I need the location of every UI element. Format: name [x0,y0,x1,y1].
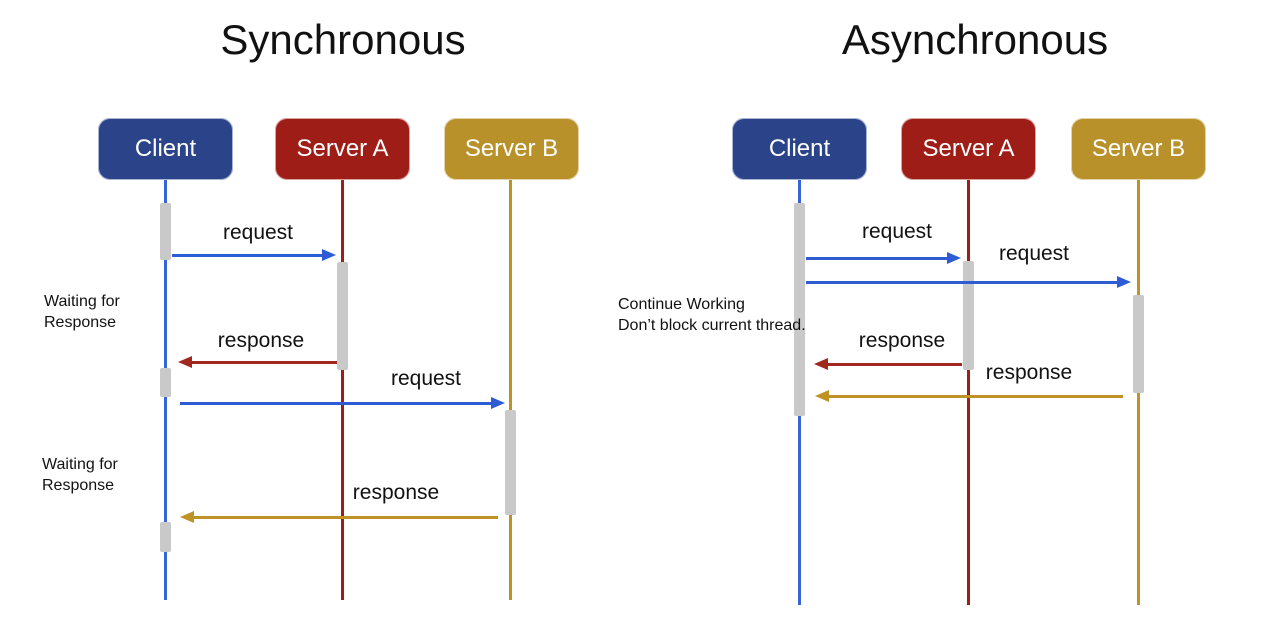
async-title: Asynchronous [841,16,1109,63]
sync-actor-server-a: Server A [275,118,410,180]
async-request-b-label: request [998,242,1070,265]
note-line: Waiting for [44,293,120,310]
sync-request-b-label: request [390,367,462,390]
arrow-shaft [825,363,962,366]
sync-title: Synchronous [220,16,466,63]
note-line: Response [42,477,115,494]
arrow-head-left-icon [178,356,192,368]
sync-activation-client-2 [160,368,171,397]
note-line: Response [44,314,117,331]
arrow-head-right-icon [322,249,336,261]
arrow-shaft [191,516,498,519]
async-continue-note: Continue Working Don’t block current thr… [618,294,806,336]
sync-activation-client-1 [160,203,171,260]
sync-actor-client: Client [98,118,233,180]
async-actor-client: Client [732,118,867,180]
async-request-b-arrow [806,276,1131,288]
async-response-a-label: response [858,329,946,352]
sync-waiting-note-2: Waiting for Response [42,454,118,496]
async-activation-server-b [1133,295,1144,393]
note-line: Continue Working [618,296,745,313]
sync-waiting-note-1: Waiting for Response [44,291,120,333]
sync-actor-client-label: Client [134,135,197,162]
async-actor-server-a-label: Server A [922,135,1015,162]
async-response-b-label: response [985,361,1073,384]
arrow-shaft [806,281,1120,284]
async-actor-server-b: Server B [1071,118,1206,180]
sync-response-a-label: response [217,329,305,352]
async-actor-client-label: Client [768,135,831,162]
sync-request-b-arrow [180,397,505,409]
async-lifeline-server-a [967,180,970,605]
arrow-shaft [172,254,325,257]
async-activation-server-a [963,261,974,370]
async-actor-server-a: Server A [901,118,1036,180]
sync-activation-server-a [337,262,348,370]
sync-activation-server-b [505,410,516,515]
sync-response-b-arrow [180,511,498,523]
sync-activation-client-3 [160,522,171,552]
arrow-head-right-icon [491,397,505,409]
arrow-shaft [189,361,337,364]
sync-response-b-label: response [352,481,440,504]
sync-lifeline-server-b [509,180,512,600]
async-request-a-label: request [861,220,933,243]
arrow-head-left-icon [815,390,829,402]
note-line: Waiting for [42,456,118,473]
arrow-head-right-icon [1117,276,1131,288]
sync-lifeline-server-a [341,180,344,600]
sync-actor-server-b-label: Server B [464,135,559,162]
arrow-shaft [180,402,494,405]
arrow-head-left-icon [180,511,194,523]
async-actor-server-b-label: Server B [1091,135,1186,162]
sync-response-a-arrow [178,356,337,368]
async-response-b-arrow [815,390,1123,402]
arrow-shaft [806,257,950,260]
async-activation-client [794,203,805,416]
async-response-a-arrow [814,358,962,370]
sync-actor-server-a-label: Server A [296,135,389,162]
async-request-a-arrow [806,252,961,264]
arrow-head-right-icon [947,252,961,264]
sync-request-a-arrow [172,249,336,261]
arrow-head-left-icon [814,358,828,370]
sync-actor-server-b: Server B [444,118,579,180]
sync-request-a-label: request [222,221,294,244]
arrow-shaft [826,395,1123,398]
note-line: Don’t block current thread. [618,317,806,334]
